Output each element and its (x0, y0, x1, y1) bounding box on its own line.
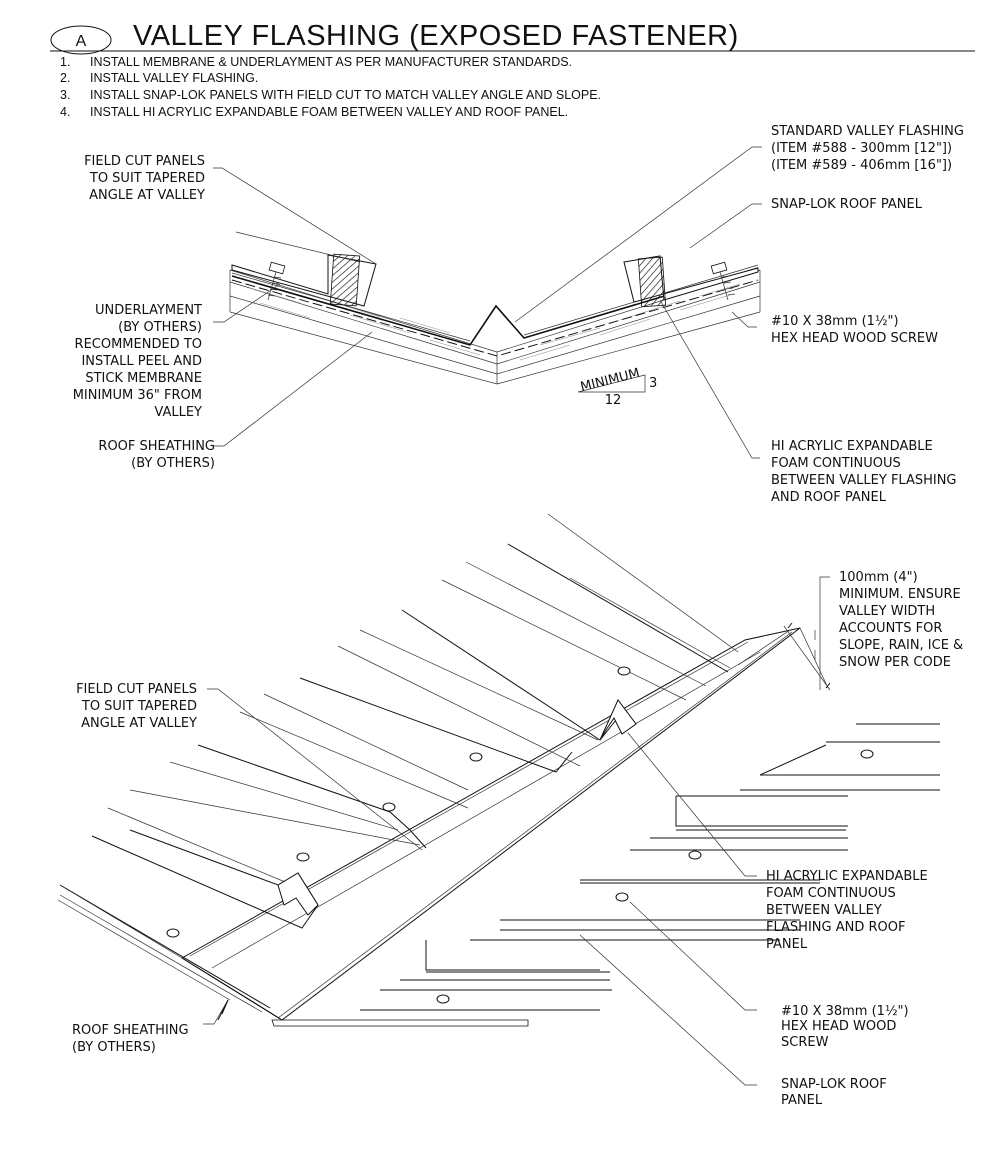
iso-leader-lines (203, 688, 757, 1086)
page-title: VALLEY FLASHING (EXPOSED FASTENER) (133, 20, 739, 52)
iso-screws (166, 666, 874, 1004)
width-note-label: MINIMUM. ENSURE (839, 587, 961, 602)
iso-right-roof-panels (360, 723, 940, 1011)
iso-foam-label: BETWEEN VALLEY (766, 903, 882, 918)
underlayment-label: (BY OTHERS) (118, 320, 202, 335)
left-screw (267, 261, 286, 301)
underlayment-label: INSTALL PEEL AND (81, 354, 202, 369)
width-note-label: SNOW PER CODE (839, 655, 951, 670)
right-screw (710, 261, 736, 301)
screw-icon (617, 666, 631, 676)
screw-icon (436, 994, 450, 1004)
screw-icon (296, 852, 310, 862)
screw-icon (382, 802, 396, 812)
isometric-view (57, 513, 940, 1086)
slope-indicator: MINIMUM 3 12 (577, 366, 657, 408)
isometric-labels: 100mm (4") MINIMUM. ENSURE VALLEY WIDTH … (72, 570, 963, 1108)
note-text: INSTALL HI ACRYLIC EXPANDABLE FOAM BETWE… (90, 105, 568, 119)
section-foam-label: AND ROOF PANEL (771, 490, 887, 505)
screw-icon (469, 752, 483, 762)
section-view: MINIMUM 3 12 (229, 253, 761, 408)
width-note-label: VALLEY WIDTH (839, 604, 935, 619)
slope-rise: 3 (649, 376, 657, 391)
valley-flashing-profile (231, 267, 759, 346)
section-leader-lines (213, 146, 762, 459)
valley-flashing-label: (ITEM #588 - 300mm [12"]) (771, 141, 952, 156)
right-roof-panel (623, 255, 759, 308)
notes-list: 1. INSTALL MEMBRANE & UNDERLAYMENT AS PE… (60, 55, 601, 119)
iso-field-cut-label: ANGLE AT VALLEY (81, 716, 197, 731)
note-number: 3. (60, 88, 70, 102)
screw-icon (166, 928, 180, 938)
width-note-label: ACCOUNTS FOR (839, 621, 942, 636)
note-number: 4. (60, 105, 70, 119)
underlayment-label: UNDERLAYMENT (95, 303, 202, 318)
roof-sheathing-section (229, 269, 761, 385)
iso-field-cut-label: FIELD CUT PANELS (76, 682, 197, 697)
foam-hatch (329, 253, 361, 307)
screw-icon (615, 892, 629, 902)
iso-sheathing-label: ROOF SHEATHING (72, 1023, 189, 1038)
iso-foam-label: FLASHING AND ROOF (766, 920, 905, 935)
slope-label: MINIMUM (579, 366, 641, 395)
valley-flashing-label: (ITEM #589 - 406mm [16"]) (771, 158, 952, 173)
iso-foam-label: FOAM CONTINUOUS (766, 886, 896, 901)
underlayment-line (231, 279, 759, 357)
section-roof-panel-label: SNAP-LOK ROOF PANEL (771, 197, 923, 212)
iso-foam-label: HI ACRYLIC EXPANDABLE (766, 869, 928, 884)
section-foam-label: BETWEEN VALLEY FLASHING (771, 473, 957, 488)
iso-field-cut-label: TO SUIT TAPERED (81, 699, 197, 714)
section-field-cut-label: TO SUIT TAPERED (89, 171, 205, 186)
section-field-cut-label: ANGLE AT VALLEY (89, 188, 205, 203)
iso-screw-label: #10 X 38mm (1½") (781, 1004, 909, 1019)
note-text: INSTALL MEMBRANE & UNDERLAYMENT AS PER M… (90, 55, 572, 69)
underlayment-label: MINIMUM 36" FROM (73, 388, 202, 403)
underlayment-label: RECOMMENDED TO (75, 337, 202, 352)
iso-screw-label: SCREW (781, 1035, 829, 1050)
section-sheathing-label: (BY OTHERS) (131, 456, 215, 471)
detail-header: A VALLEY FLASHING (EXPOSED FASTENER) (50, 20, 975, 55)
note-number: 1. (60, 55, 70, 69)
screw-icon (860, 749, 874, 759)
section-screw-label: #10 X 38mm (1½") (771, 314, 899, 329)
section-foam-label: FOAM CONTINUOUS (771, 456, 901, 471)
underlayment-label: VALLEY (154, 405, 202, 420)
width-note-label: SLOPE, RAIN, ICE & (839, 638, 963, 653)
note-number: 2. (60, 71, 70, 85)
note-text: INSTALL VALLEY FLASHING. (90, 71, 258, 85)
note-text: INSTALL SNAP-LOK PANELS WITH FIELD CUT T… (90, 88, 601, 102)
slope-run: 12 (605, 393, 622, 408)
detail-letter: A (76, 33, 87, 50)
detail-bubble (50, 25, 112, 55)
left-roof-panel (231, 253, 377, 307)
underlayment-label: STICK MEMBRANE (85, 371, 202, 386)
iso-left-roof-panels (57, 513, 739, 1013)
iso-roof-panel-label: SNAP-LOK ROOF (781, 1077, 887, 1092)
section-sheathing-label: ROOF SHEATHING (98, 439, 215, 454)
iso-screw-label: HEX HEAD WOOD (781, 1019, 896, 1034)
section-field-cut-label: FIELD CUT PANELS (84, 154, 205, 169)
section-screw-label: HEX HEAD WOOD SCREW (771, 331, 938, 346)
valley-flashing-label: STANDARD VALLEY FLASHING (771, 124, 964, 139)
iso-sheathing-label: (BY OTHERS) (72, 1040, 156, 1055)
screw-icon (688, 850, 702, 860)
valley-width-dimension (737, 576, 831, 691)
section-foam-label: HI ACRYLIC EXPANDABLE (771, 439, 933, 454)
iso-valley-flashing (181, 627, 801, 1027)
section-labels: FIELD CUT PANELS TO SUIT TAPERED ANGLE A… (73, 124, 964, 505)
foam-hatch (637, 256, 667, 308)
iso-foam-label: PANEL (766, 937, 808, 952)
iso-roof-panel-label: PANEL (781, 1093, 823, 1108)
width-note-label: 100mm (4") (839, 570, 918, 585)
